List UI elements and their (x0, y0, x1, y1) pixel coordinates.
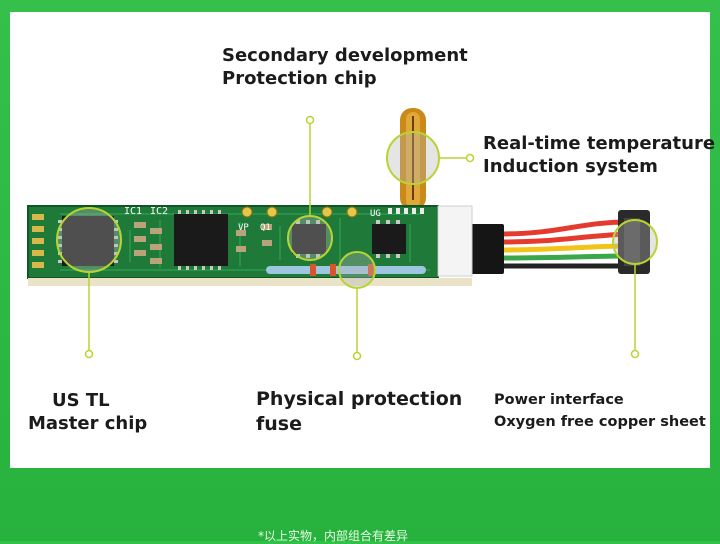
label-secondary-protection-chip: Secondary development Protection chip (222, 45, 468, 90)
mark-q1: Q1 (260, 223, 271, 233)
callout-leaders (84, 115, 640, 361)
cable-wires (499, 219, 629, 269)
mark-ic2: IC2 (150, 206, 168, 217)
mark-ug: UG (370, 209, 381, 219)
mark-ic1: IC1 (124, 206, 142, 217)
mark-vp: VP (238, 223, 249, 233)
footer-note: *以上实物，内部组合有差异 (258, 529, 409, 543)
label-protection-fuse: Physical protection fuse (256, 388, 463, 435)
pcb-board: IC1 IC2 VP Q1 UG (27, 205, 473, 286)
label-power-interface: Power interface Oxygen free copper sheet (494, 392, 706, 430)
label-temperature-system: Real-time temperature Induction system (483, 133, 716, 178)
cable-housing (470, 224, 504, 274)
label-master-chip: US TL Master chip (28, 390, 148, 435)
callout-highlights (56, 131, 658, 289)
